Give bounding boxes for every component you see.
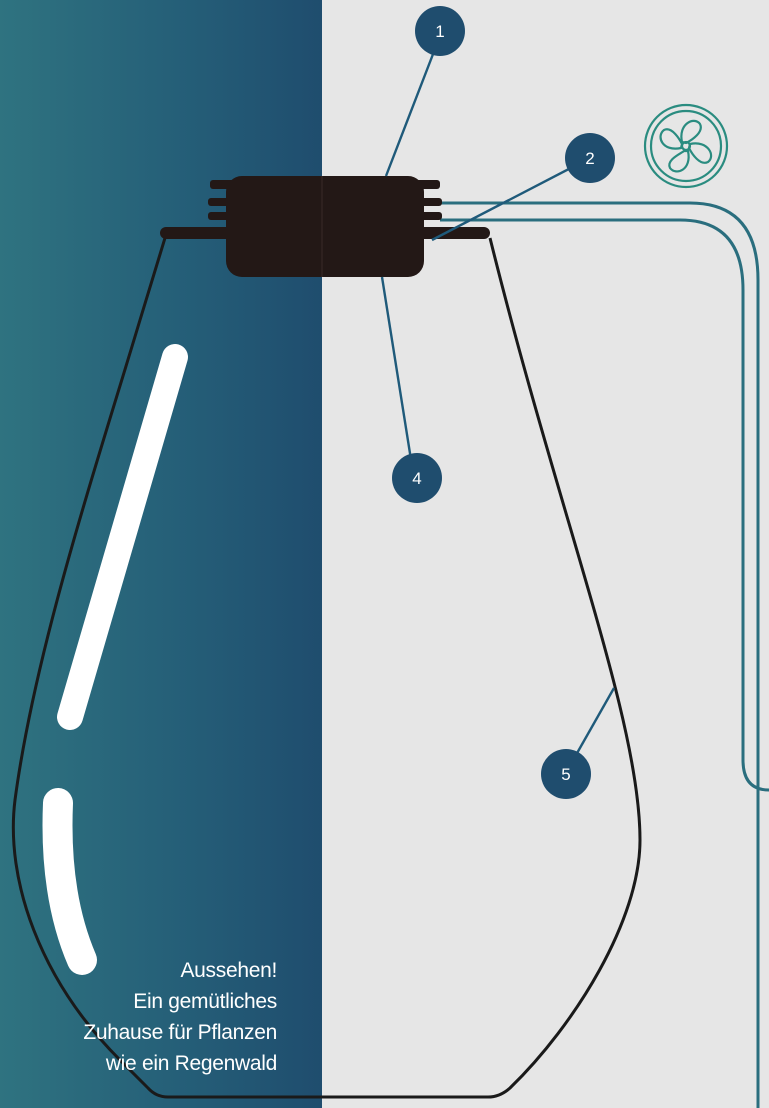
marker-2: 2 <box>565 133 615 183</box>
svg-text:2: 2 <box>585 149 594 168</box>
lid-rib <box>208 198 442 206</box>
lid-rib <box>210 180 440 189</box>
marker-5: 5 <box>541 749 591 799</box>
tagline-line: Ein gemütliches <box>133 990 277 1013</box>
tagline-line: Zuhause für Pflanzen <box>83 1021 277 1044</box>
leader-line-2 <box>431 156 591 242</box>
reflection-short <box>42 788 97 975</box>
marker-4: 4 <box>392 453 442 503</box>
air-tubes <box>440 201 769 1108</box>
fan-icon <box>643 103 729 189</box>
air-tube-outer <box>440 201 760 1108</box>
glass-reflections <box>42 344 188 975</box>
tagline-line: wie ein Regenwald <box>105 1052 277 1075</box>
reflection-long <box>57 344 188 730</box>
svg-text:4: 4 <box>412 469 421 488</box>
tagline: Aussehen! Ein gemütliches Zuhause für Pf… <box>0 955 277 1079</box>
leader-line-1 <box>384 35 442 177</box>
leader-lines <box>380 35 616 763</box>
leader-line-4 <box>380 276 414 467</box>
lid-rib <box>208 212 442 220</box>
air-tube-inner <box>440 218 769 792</box>
marker-1: 1 <box>415 6 465 56</box>
glass-jar-outline <box>11 237 642 1099</box>
lid <box>208 176 442 277</box>
leader-line-5 <box>570 687 616 763</box>
lid-body <box>226 176 424 277</box>
svg-text:1: 1 <box>435 22 444 41</box>
tagline-line: Aussehen! <box>180 959 277 982</box>
svg-text:5: 5 <box>561 765 570 784</box>
